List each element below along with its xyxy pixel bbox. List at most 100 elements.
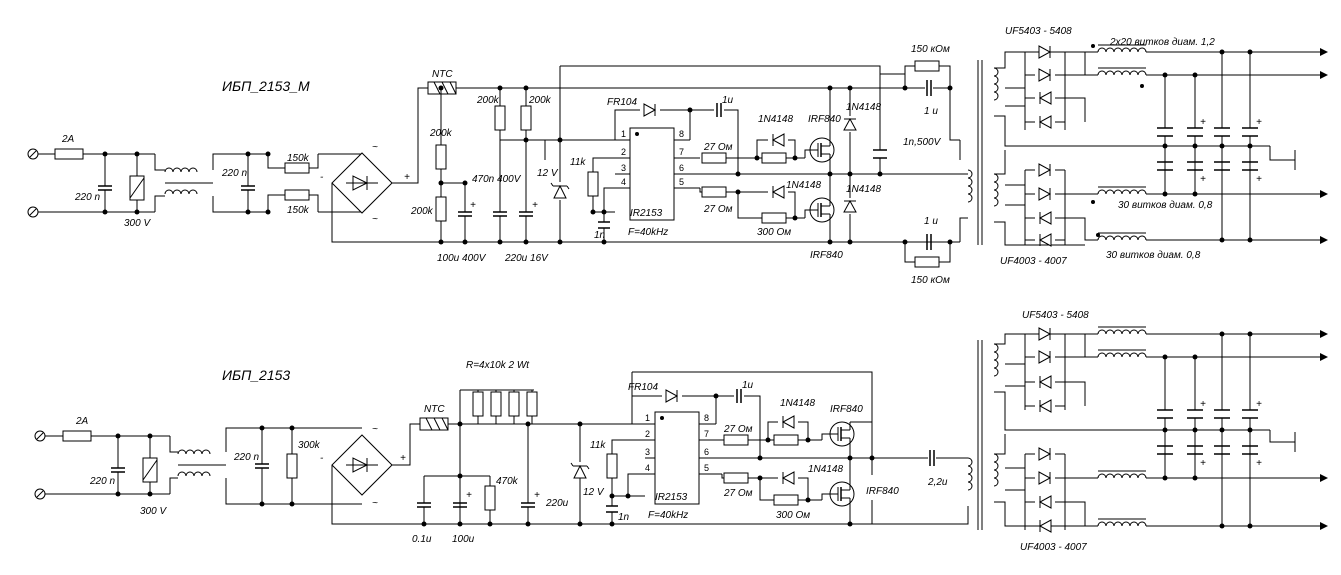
ntc-label: NTC xyxy=(432,69,453,80)
output-choke-icon xyxy=(1097,326,1147,335)
transformer-secondary-icon xyxy=(993,173,999,207)
pin-label: 2 xyxy=(621,147,626,157)
pin-label: 6 xyxy=(679,163,684,173)
resistor-icon xyxy=(723,472,749,484)
choke-icon xyxy=(177,449,211,455)
r-drop2-label: 200k xyxy=(528,95,552,106)
transformer-secondary-icon xyxy=(993,343,999,377)
diode-icon xyxy=(772,133,785,147)
c-out-label: 2,2u xyxy=(927,477,948,488)
pin-label: 1 xyxy=(645,413,650,423)
r-bank-label: R=4x10k 2 Wt xyxy=(466,360,530,371)
plus-mark: + xyxy=(1200,399,1206,410)
choke-bot-label: 30 витков диам. 0,8 xyxy=(1106,250,1201,261)
plus-mark: + xyxy=(1200,458,1206,469)
r-drop1-label: 200k xyxy=(476,95,500,106)
transformer-secondary-icon xyxy=(993,453,999,487)
r-rt-label: 11k xyxy=(570,157,586,168)
output-choke-icon xyxy=(1097,67,1147,76)
resistor-icon xyxy=(606,453,618,479)
plus-mark: + xyxy=(466,490,472,501)
r-gate-hi-label: 27 Ом xyxy=(723,424,753,435)
diode-icon xyxy=(843,118,857,131)
diode-icon xyxy=(782,471,795,485)
ic-chip xyxy=(654,411,700,505)
q-hi-label: IRF840 xyxy=(808,114,841,125)
fuse-icon xyxy=(54,148,84,160)
pin-label: 3 xyxy=(621,163,626,173)
diodes-top-label: UF5403 - 5408 xyxy=(1022,310,1089,321)
plus-mark: + xyxy=(532,200,538,211)
mosfet-icon xyxy=(829,481,855,507)
cap-bulk-label: 100u 400V xyxy=(437,253,487,264)
ic-freq-label: F=40kHz xyxy=(628,227,668,238)
choke-icon xyxy=(164,167,198,173)
q-hi-label: IRF840 xyxy=(830,404,863,415)
r-div-bot-label: 200k xyxy=(410,206,434,217)
diode-icon xyxy=(643,103,656,117)
output-choke-icon xyxy=(1097,232,1147,241)
diagram-top: ИБП_2153_М 2A 220 n 300 V 220 n 150k 150 xyxy=(27,26,1328,286)
output-choke-icon xyxy=(1097,349,1147,358)
r-gate-lo-label: 27 Ом xyxy=(723,488,753,499)
diode-icon xyxy=(772,185,785,199)
diagram-bottom: ИБП_2153 2A 220 n 300 V 220 n 300k ~ ~ -… xyxy=(34,310,1328,553)
resistor-icon xyxy=(914,256,940,268)
plus-mark: + xyxy=(1256,117,1262,128)
capacitor-icon xyxy=(518,201,534,227)
plus-mark: + xyxy=(1256,399,1262,410)
fuse-label: 2A xyxy=(61,134,75,145)
res-a-label: 150k xyxy=(287,153,310,164)
resistor-icon xyxy=(508,391,520,417)
diode-icon xyxy=(1038,327,1051,341)
r-div-top-label: 200k xyxy=(429,128,453,139)
plus-mark: + xyxy=(1256,458,1262,469)
input-terminal-icon xyxy=(34,488,46,500)
pin-label: 4 xyxy=(621,177,626,187)
diode-icon xyxy=(1038,45,1051,59)
mosfet-icon xyxy=(809,197,835,223)
r-300-label: 300 Ом xyxy=(757,227,791,238)
resistor-icon xyxy=(484,485,496,511)
q-lo-label: IRF840 xyxy=(866,486,899,497)
transformer-primary-icon xyxy=(967,169,973,203)
cap-in-label: 220 n xyxy=(74,192,100,203)
diode-icon xyxy=(1039,375,1052,389)
diode-icon xyxy=(1038,187,1051,201)
c-snub-top-label: 1 u xyxy=(924,106,938,117)
resistor-icon xyxy=(284,189,310,201)
minus-mark: - xyxy=(320,453,324,464)
diode-boot-label: FR104 xyxy=(607,97,637,108)
diodes-top-label: UF5403 - 5408 xyxy=(1005,26,1072,37)
diode-icon xyxy=(1039,211,1052,225)
resistor-icon xyxy=(284,162,310,174)
resistor-icon xyxy=(773,434,799,446)
transformer-primary-icon xyxy=(967,457,973,491)
diode-icon xyxy=(1038,163,1051,177)
c-boot-label: 1u xyxy=(742,380,754,391)
resistor-icon xyxy=(526,391,538,417)
output-choke-icon xyxy=(1097,518,1147,527)
diode-icon xyxy=(665,389,678,403)
resistor-icon xyxy=(520,105,532,131)
c-100u-label: 100u xyxy=(452,534,475,545)
d-gate-hi-label: 1N4148 xyxy=(758,114,793,125)
plus-mark: + xyxy=(404,172,410,183)
output-choke-icon xyxy=(1097,470,1147,479)
resistor-icon xyxy=(472,391,484,417)
resistor-icon xyxy=(490,391,502,417)
capacitor-icon xyxy=(520,492,536,518)
plus-mark: + xyxy=(1256,174,1262,185)
pin-label: 6 xyxy=(704,447,709,457)
resistor-icon xyxy=(761,212,787,224)
resistor-icon xyxy=(286,453,298,479)
output-choke-icon xyxy=(1097,186,1147,195)
resistor-icon xyxy=(914,60,940,72)
res-bleed-label: 300k xyxy=(298,440,321,451)
resistor-icon xyxy=(435,144,447,170)
d-gate-lo-label: 1N4148 xyxy=(808,464,843,475)
resistor-icon xyxy=(701,152,727,164)
r-gate-lo-label: 27 Ом xyxy=(703,204,733,215)
d-gate-hi-label: 1N4148 xyxy=(780,398,815,409)
ic-label: IR2153 xyxy=(655,492,688,503)
